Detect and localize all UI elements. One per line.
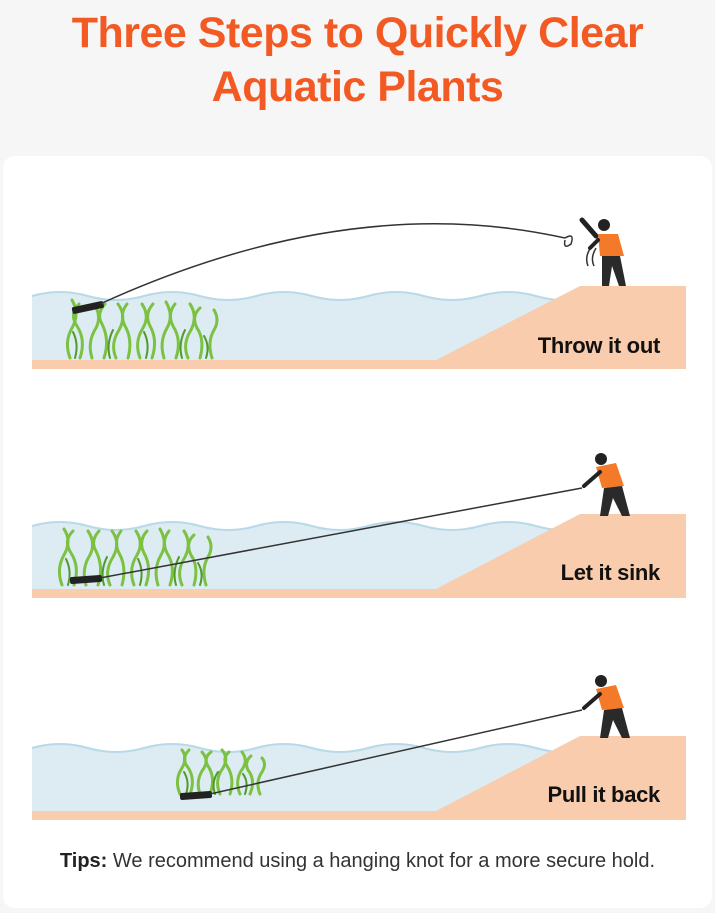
aquatic-plants-dark — [72, 329, 209, 359]
aquatic-plants — [65, 298, 219, 360]
rope — [209, 709, 583, 795]
rake-tool — [179, 791, 213, 800]
step-sink-illustration — [31, 453, 686, 598]
aquatic-plants-dark — [183, 771, 248, 795]
bank — [436, 286, 686, 369]
worker-pulling-icon — [582, 675, 630, 738]
rake-tool — [69, 575, 103, 584]
riverbed — [32, 360, 686, 369]
riverbed — [32, 811, 686, 820]
step-pull-panel: Pull it back — [0, 652, 715, 852]
step-sink-panel: Let it sink — [0, 430, 715, 630]
wave-line — [31, 743, 581, 753]
worker-throwing-icon — [579, 217, 626, 286]
worker-pulling-icon — [582, 453, 630, 516]
wave-line — [31, 291, 581, 301]
aquatic-plants — [57, 527, 213, 587]
step-pull-illustration — [31, 675, 686, 820]
title-line-2: Aquatic Plants — [211, 63, 504, 111]
aquatic-plants — [175, 748, 266, 796]
bank — [436, 514, 686, 598]
step-throw-illustration — [31, 217, 686, 369]
bank — [436, 736, 686, 820]
step-throw-label: Throw it out — [537, 333, 661, 358]
rake-tool — [71, 301, 104, 314]
rope — [99, 223, 566, 305]
step-sink-label: Let it sink — [560, 560, 661, 585]
tips-body: We recommend using a hanging knot for a … — [107, 850, 656, 872]
tips-prefix: Tips: — [59, 850, 108, 872]
rope-coil — [563, 235, 597, 267]
step-throw-panel: Throw it out — [0, 200, 715, 400]
page-title: Three Steps to Quickly Clear Aquatic Pla… — [0, 6, 715, 114]
water — [32, 744, 580, 820]
tips-text: Tips: We recommend using a hanging knot … — [0, 850, 715, 873]
step-pull-label: Pull it back — [547, 782, 660, 807]
aquatic-plants-dark — [65, 556, 203, 586]
rope — [99, 487, 583, 579]
wave-line — [31, 521, 581, 531]
water — [32, 522, 580, 598]
title-line-1: Three Steps to Quickly Clear — [71, 9, 644, 57]
riverbed — [32, 589, 686, 598]
